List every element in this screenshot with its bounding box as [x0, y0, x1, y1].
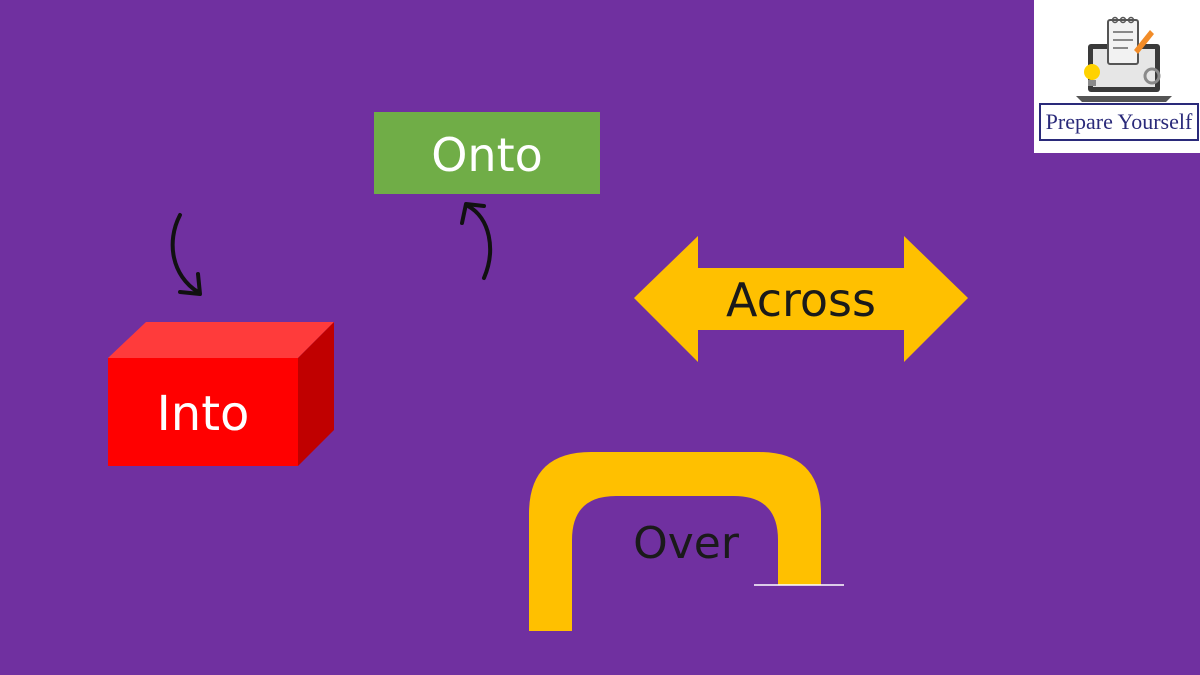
into-box-side — [298, 322, 334, 466]
arch-shape — [529, 452, 821, 631]
over-label: Over — [633, 518, 740, 569]
into-box: Into — [108, 322, 334, 466]
logo-text-frame — [1039, 103, 1199, 141]
into-box-front — [108, 358, 298, 466]
onto-box — [374, 112, 600, 194]
into-label: Into — [157, 386, 250, 442]
curved-arrow-down-icon — [170, 213, 202, 296]
over-arch: Over — [529, 452, 844, 631]
curved-arrow-up-icon — [460, 202, 492, 280]
laptop-notepad-icon — [1076, 16, 1172, 102]
double-arrow-shape — [634, 236, 968, 362]
across-arrow: Across — [634, 236, 968, 362]
into-box-top — [108, 322, 334, 358]
logo-text: Prepare Yourself — [1046, 109, 1193, 134]
onto-group: Onto — [374, 112, 600, 194]
logo: Prepare Yourself — [1034, 0, 1200, 153]
onto-label: Onto — [431, 128, 543, 182]
across-label: Across — [726, 273, 876, 327]
